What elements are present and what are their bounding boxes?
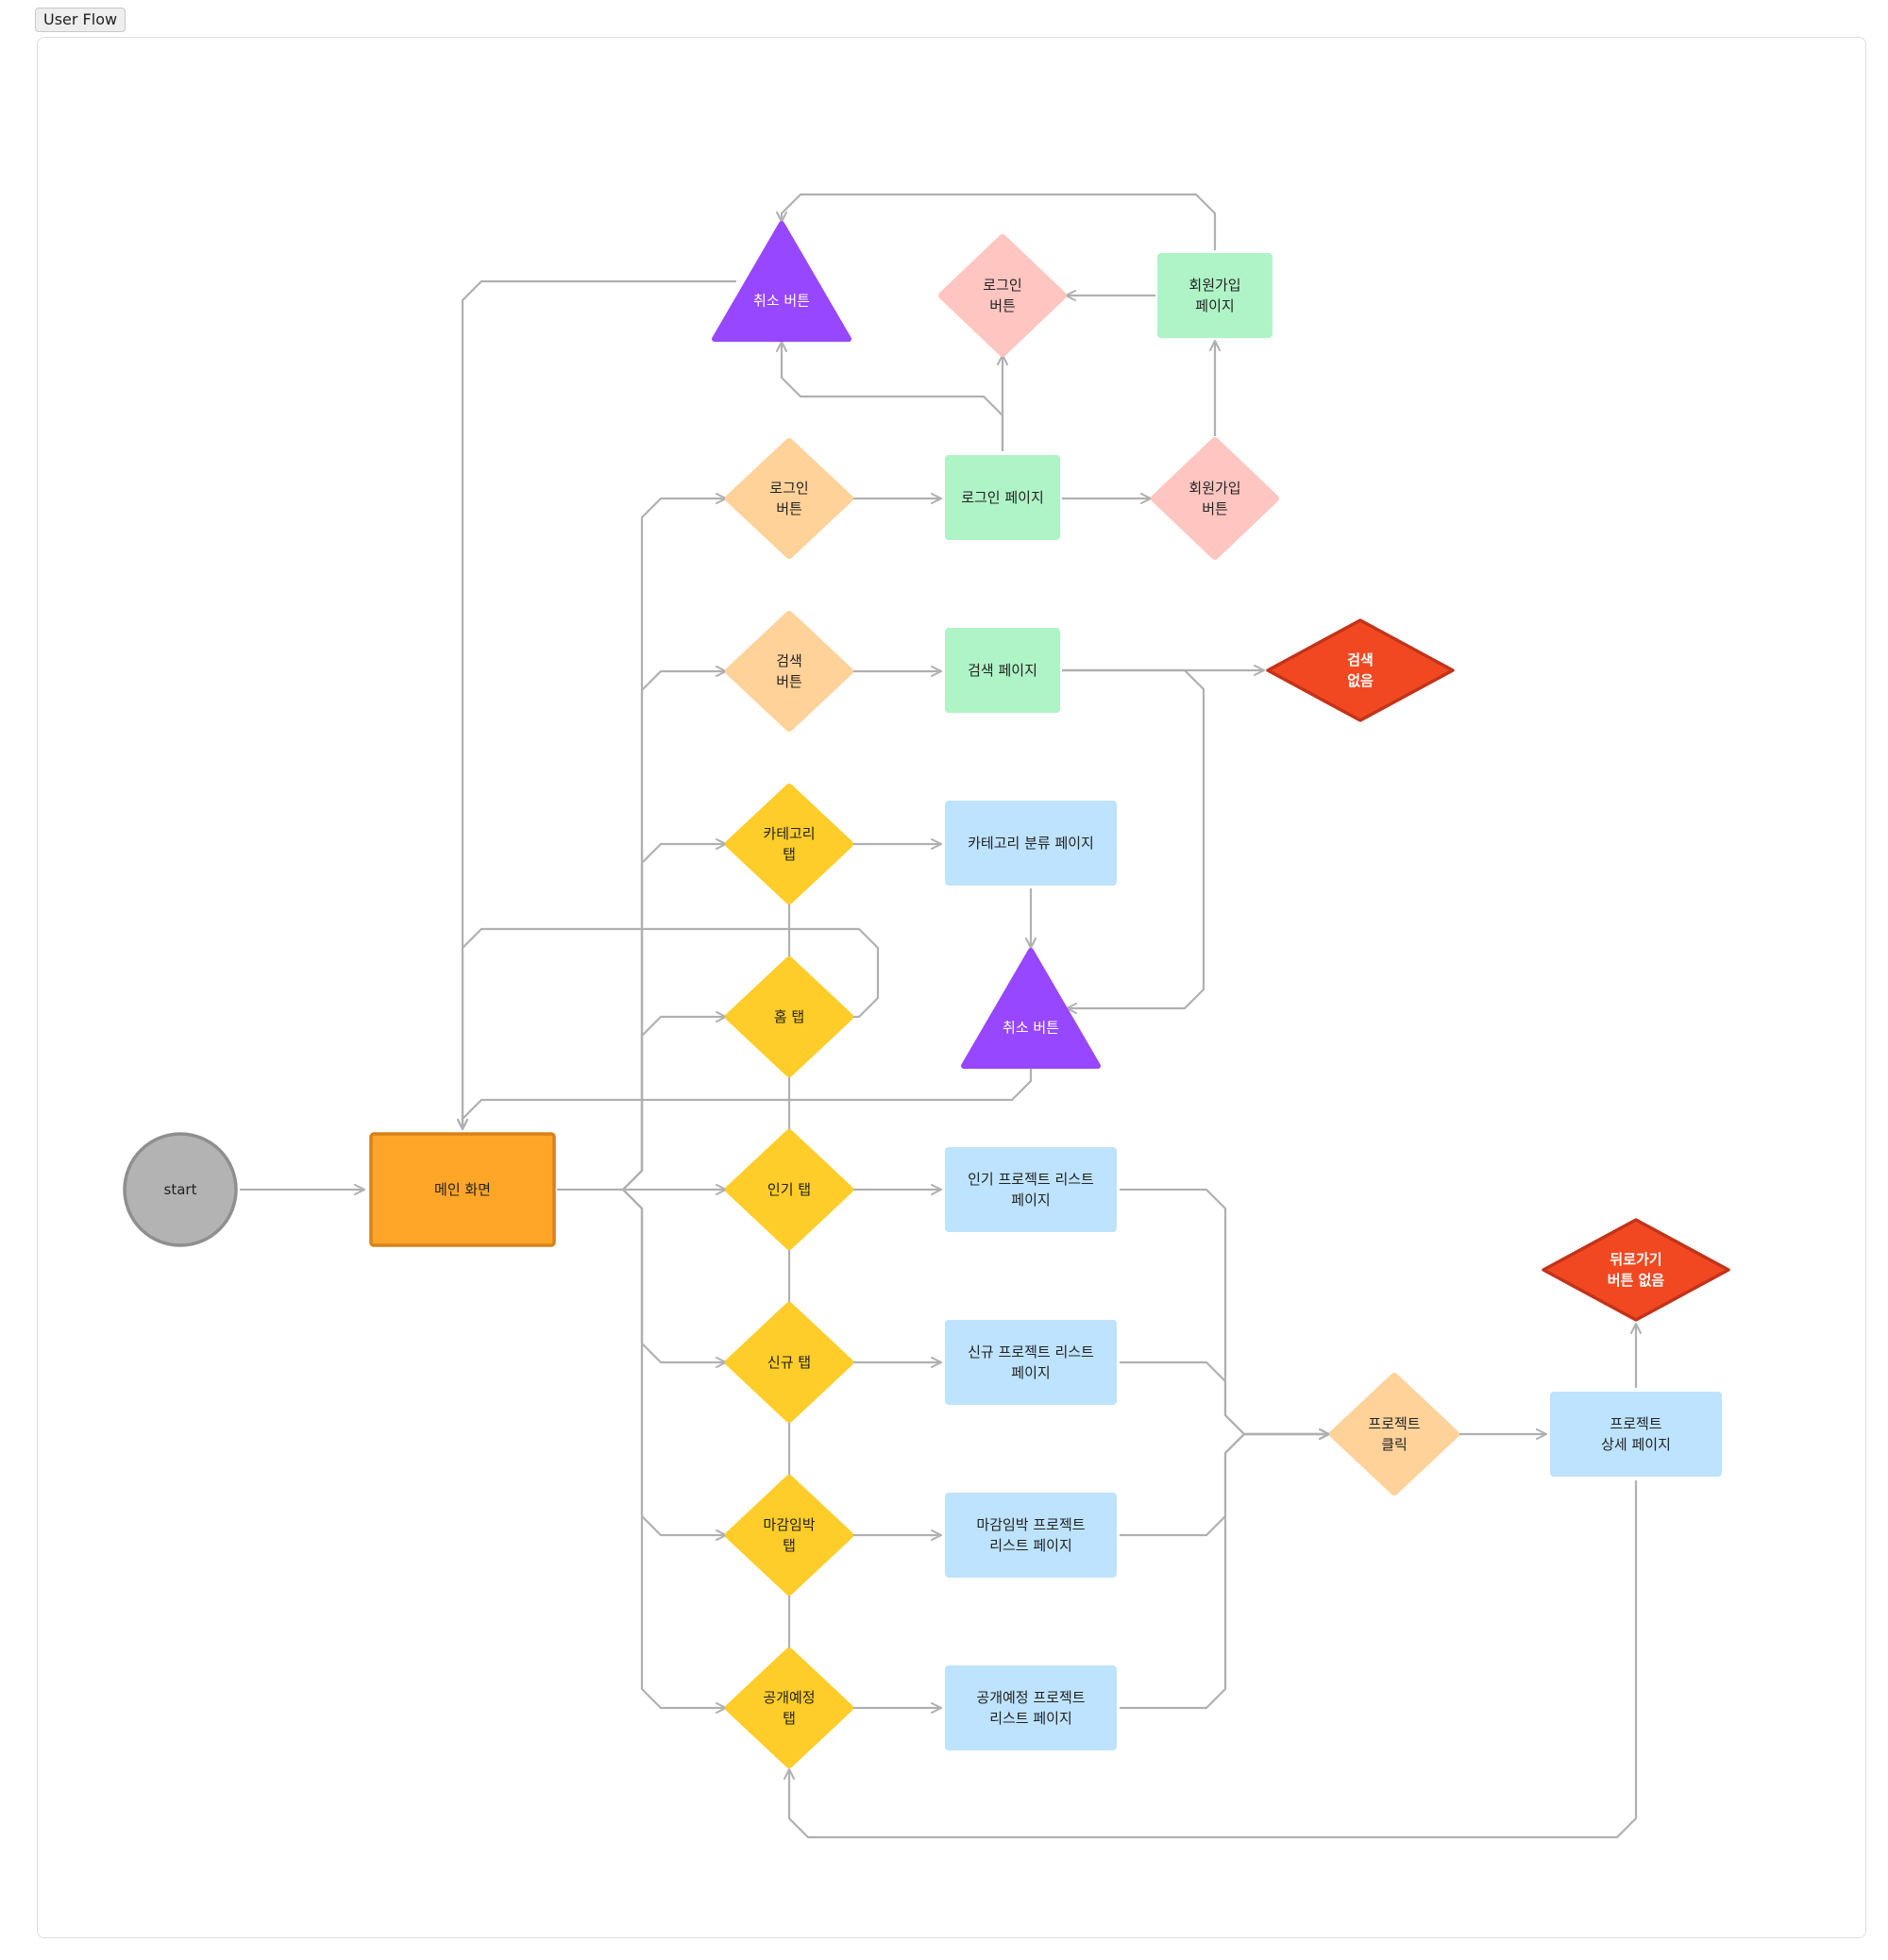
- node-label: 홈 탭: [774, 1008, 804, 1025]
- node-shape: [1157, 253, 1273, 338]
- node-shape: [945, 1665, 1117, 1750]
- edge-upcoming_page-to-project_click: [1120, 1428, 1330, 1710]
- edge-main-to-upcoming_tab: [622, 1189, 727, 1714]
- edge-main-to-search_btn: [622, 666, 727, 1191]
- edge-home_tab-to-main: [457, 927, 880, 1130]
- node-shape: [725, 1129, 853, 1250]
- node-shape: [945, 1320, 1117, 1405]
- node-shape: [712, 221, 851, 342]
- node-category-page[interactable]: 카테고리 분류 페이지: [945, 801, 1117, 886]
- edge-login_page-to-cancel_top: [776, 341, 1004, 451]
- node-shape: [369, 1132, 556, 1247]
- edge-signup_page-to-cancel_top: [776, 193, 1217, 250]
- node-shape: [1542, 1218, 1730, 1322]
- node-label: 신규 탭: [767, 1354, 811, 1371]
- node-shape: [1266, 618, 1455, 722]
- edge-cancel_top-to-main: [457, 279, 736, 1130]
- node-shape: [725, 956, 853, 1077]
- node-label: 로그인 페이지: [961, 489, 1044, 506]
- node-shape: [725, 1647, 853, 1768]
- node-label: 취소 버튼: [1003, 1020, 1059, 1037]
- node-new-tab[interactable]: 신규 탭: [725, 1302, 853, 1423]
- node-search-page[interactable]: 검색 페이지: [945, 628, 1060, 713]
- edge-cancel_mid-to-main: [457, 1069, 1033, 1130]
- edge-detail_page-to-upcoming_tab: [784, 1480, 1638, 1839]
- node-shape: [725, 784, 853, 904]
- node-shape: [945, 455, 1060, 540]
- node-start[interactable]: start: [123, 1132, 238, 1247]
- node-label: 검색 페이지: [968, 662, 1037, 679]
- node-shape: [1550, 1392, 1722, 1477]
- node-label: 취소 버튼: [753, 293, 810, 310]
- edge-search_page-to-cancel_mid: [1062, 668, 1205, 1014]
- node-shape: [1329, 1373, 1459, 1495]
- node-shape: [945, 1493, 1117, 1578]
- node-label: 메인 화면: [434, 1181, 491, 1198]
- node-shape: [725, 611, 853, 732]
- node-shape: [725, 438, 853, 559]
- node-shape: [123, 1132, 238, 1247]
- diagram-frame: [37, 37, 1866, 1938]
- node-popular-tab[interactable]: 인기 탭: [725, 1129, 853, 1250]
- node-shape: [1151, 437, 1279, 560]
- node-shape: [945, 801, 1117, 886]
- node-shape: [945, 628, 1060, 713]
- node-cancel-mid[interactable]: 취소 버튼: [961, 948, 1101, 1069]
- node-shape: [725, 1302, 853, 1423]
- node-shape: [945, 1147, 1117, 1232]
- node-shape: [938, 234, 1067, 357]
- node-shape: [725, 1475, 853, 1596]
- node-label: 인기 탭: [767, 1181, 811, 1198]
- node-label: start: [164, 1181, 197, 1198]
- node-home-tab[interactable]: 홈 탭: [725, 956, 853, 1077]
- node-shape: [961, 948, 1101, 1069]
- frame-label: User Flow: [35, 8, 126, 32]
- node-login-page[interactable]: 로그인 페이지: [945, 455, 1060, 540]
- node-main[interactable]: 메인 화면: [369, 1132, 556, 1247]
- edge-main-to-new_tab: [622, 1189, 727, 1368]
- node-cancel-top[interactable]: 취소 버튼: [712, 221, 851, 342]
- node-label: 카테고리 분류 페이지: [968, 835, 1094, 852]
- edge-main-to-home_tab: [622, 1011, 727, 1191]
